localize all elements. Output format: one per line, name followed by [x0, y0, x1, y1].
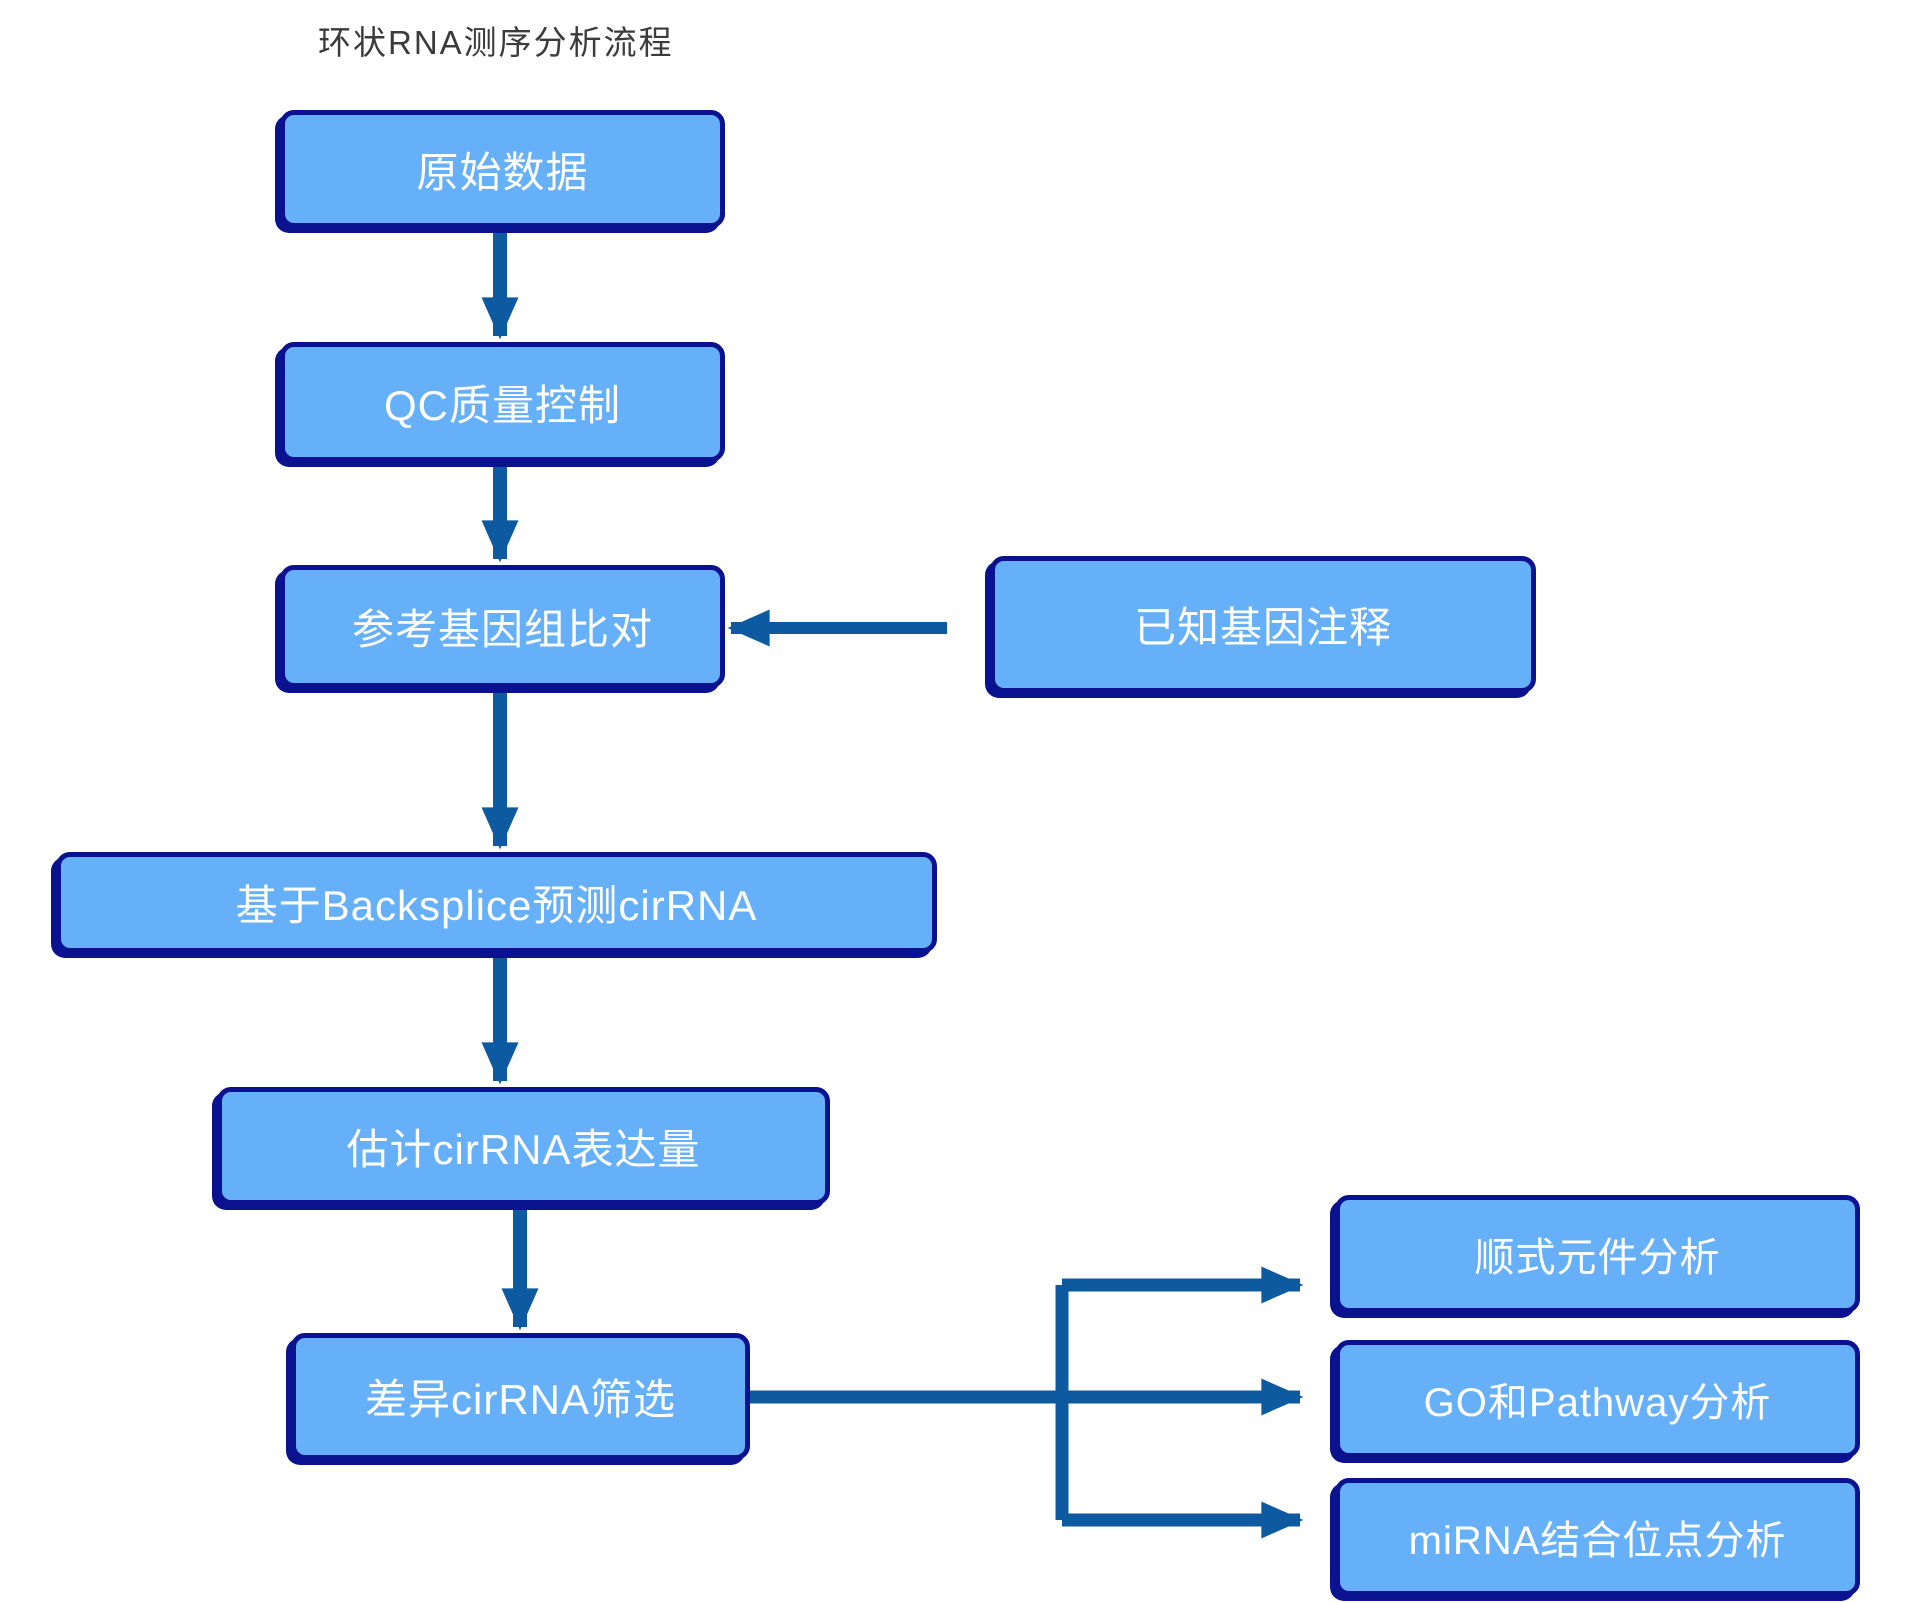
node-diff: 差异cirRNA筛选: [291, 1333, 750, 1460]
node-raw-data-label: 原始数据: [416, 148, 589, 196]
node-raw-data: 原始数据: [280, 110, 725, 228]
node-annotation: 已知基因注释: [990, 556, 1536, 693]
node-go-pathway-label: GO和Pathway分析: [1423, 1381, 1772, 1425]
node-backsplice: 基于Backsplice预测cirRNA: [56, 852, 937, 953]
node-align: 参考基因组比对: [280, 565, 725, 688]
diagram-title: 环状RNA测序分析流程: [318, 24, 674, 61]
node-backsplice-label: 基于Backsplice预测cirRNA: [235, 882, 758, 929]
node-align-label: 参考基因组比对: [351, 606, 653, 653]
node-expression: 估计cirRNA表达量: [217, 1087, 830, 1205]
node-go-pathway: GO和Pathway分析: [1335, 1340, 1860, 1458]
node-qc-label: QC质量控制: [383, 381, 621, 429]
node-qc: QC质量控制: [280, 342, 725, 462]
node-expression-label: 估计cirRNA表达量: [346, 1125, 701, 1173]
node-diff-label: 差异cirRNA筛选: [365, 1376, 676, 1423]
node-mirna: miRNA结合位点分析: [1335, 1478, 1860, 1596]
node-cis: 顺式元件分析: [1335, 1195, 1860, 1313]
node-mirna-label: miRNA结合位点分析: [1408, 1519, 1787, 1563]
node-annotation-label: 已知基因注释: [1133, 604, 1392, 651]
node-cis-label: 顺式元件分析: [1474, 1236, 1721, 1280]
